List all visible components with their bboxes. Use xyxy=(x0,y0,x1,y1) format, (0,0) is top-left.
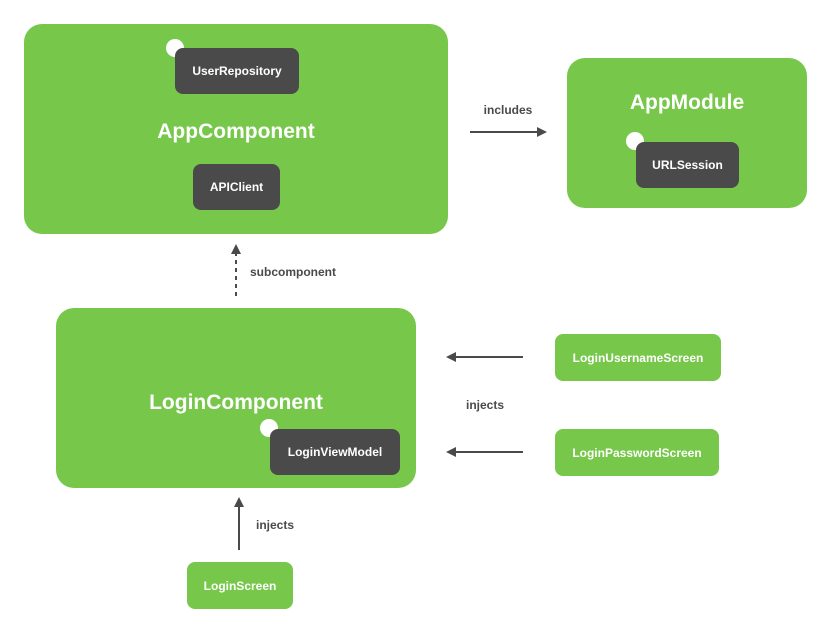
app-component-node: UserRepository AppComponent APIClient xyxy=(24,24,448,234)
login-component-title: LoginComponent xyxy=(149,391,323,414)
login-screen-node: LoginScreen xyxy=(187,562,293,609)
subcomponent-label: subcomponent xyxy=(250,265,336,279)
login-username-screen-node: LoginUsernameScreen xyxy=(555,334,721,381)
url-session-chip: URLSession xyxy=(636,142,739,188)
login-component-node: LoginComponent LoginViewModel xyxy=(56,308,416,488)
app-module-node: AppModule URLSession xyxy=(567,58,807,208)
login-view-model-chip: LoginViewModel xyxy=(270,429,400,475)
injects-label-bottom: injects xyxy=(256,518,295,532)
injects-label-right: injects xyxy=(465,398,504,412)
app-component-title: AppComponent xyxy=(157,120,315,143)
api-client-chip: APIClient xyxy=(193,164,280,210)
login-password-screen-node: LoginPasswordScreen xyxy=(555,429,719,476)
includes-label: includes xyxy=(483,103,533,117)
user-repository-chip: UserRepository xyxy=(175,48,299,94)
app-module-title: AppModule xyxy=(629,91,745,114)
